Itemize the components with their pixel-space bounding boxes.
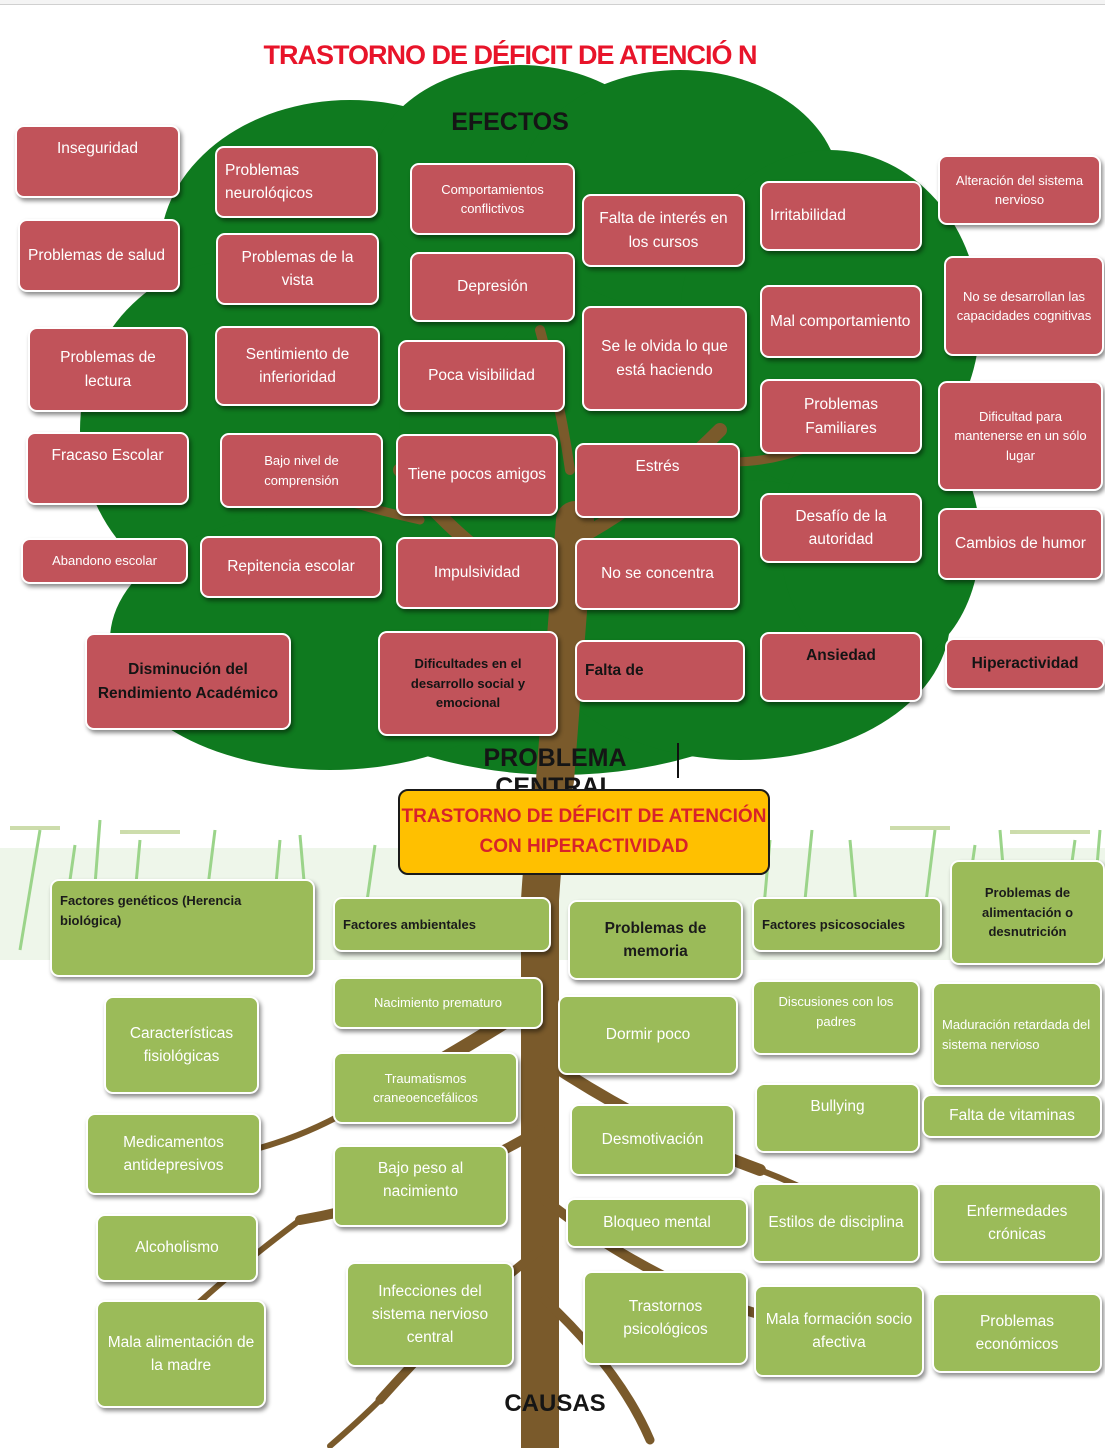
effect-box: Fracaso Escolar: [26, 432, 189, 505]
effect-box: Disminución del Rendimiento Académico: [85, 633, 291, 730]
cause-box: Problemas de memoria: [568, 900, 743, 980]
effect-box: Problemas de la vista: [216, 233, 379, 305]
cause-box: Factores genéticos (Herencia biológica): [50, 879, 315, 977]
effect-box: No se concentra: [575, 538, 740, 610]
cause-box: Mala formación socio afectiva: [754, 1285, 924, 1377]
cause-box: Bajo peso al nacimiento: [333, 1145, 508, 1227]
diagram-title: TRASTORNO DE DÉFICIT DE ATENCIÓ N: [263, 40, 757, 70]
effect-box: Irritabilidad: [760, 181, 922, 251]
cause-box: Características fisiológicas: [104, 996, 259, 1094]
cause-box: Alcoholismo: [96, 1214, 258, 1282]
cause-box: Bloqueo mental: [566, 1198, 748, 1248]
effect-box: Hiperactividad: [945, 638, 1105, 690]
effect-box: Mal comportamiento: [760, 285, 922, 358]
cause-box: Desmotivación: [570, 1104, 735, 1176]
causes-heading: CAUSAS: [504, 1390, 606, 1417]
effect-box: Impulsividad: [396, 537, 558, 609]
effect-box: Falta de: [575, 640, 745, 702]
effects-heading: EFECTOS: [451, 108, 569, 136]
effect-box: Inseguridad: [15, 125, 180, 198]
cause-box: Problemas económicos: [932, 1293, 1102, 1373]
effect-box: Ansiedad: [760, 632, 922, 702]
effect-box: Desafío de la autoridad: [760, 493, 922, 563]
cause-box: Maduración retardada del sistema nervios…: [932, 982, 1102, 1087]
effect-box: Problemas neurolóqicos: [215, 146, 378, 218]
effect-box: Abandono escolar: [21, 538, 188, 584]
cause-box: Factores ambientales: [333, 897, 551, 952]
cause-box: Nacimiento prematuro: [333, 977, 543, 1029]
effect-box: Sentimiento de inferioridad: [215, 326, 380, 406]
effect-box: Comportamientos conflictivos: [410, 163, 575, 235]
effect-box: Repitencia escolar: [200, 536, 382, 598]
cause-box: Traumatismos craneoencefálicos: [333, 1052, 518, 1124]
cause-box: Estilos de disciplina: [752, 1183, 920, 1263]
cause-box: Factores psicosociales: [752, 897, 942, 952]
cause-box: Infecciones del sistema nervioso central: [346, 1262, 514, 1367]
central-problem-box: TRASTORNO DE DÉFICIT DE ATENCIÓN CON HIP…: [398, 789, 770, 875]
effect-box: Tiene pocos amigos: [396, 434, 558, 516]
effect-box: Poca visibilidad: [398, 340, 565, 412]
effect-box: No se desarrollan las capacidades cognit…: [944, 256, 1104, 356]
cause-box: Discusiones con los padres: [752, 980, 920, 1055]
cause-box: Problemas de alimentación o desnutrición: [950, 860, 1105, 965]
effect-box: Estrés: [575, 443, 740, 518]
cause-box: Enfermedades crónicas: [932, 1183, 1102, 1263]
cause-box: Mala alimentación de la madre: [96, 1300, 266, 1408]
effect-box: Alteración del sistema nervioso: [938, 155, 1101, 225]
effect-box: Dificultad para mantenerse en un sólo lu…: [938, 381, 1103, 491]
cause-box: Bullying: [755, 1083, 920, 1153]
effect-box: Falta de interés en los cursos: [582, 194, 745, 267]
text-cursor: [677, 743, 679, 778]
effect-box: Problemas Familiares: [760, 379, 922, 454]
cause-box: Dormir poco: [558, 995, 738, 1075]
effect-box: Cambios de humor: [938, 508, 1103, 580]
effect-box: Bajo nivel de comprensión: [220, 433, 383, 508]
effect-box: Dificultades en el desarrollo social y e…: [378, 631, 558, 736]
cause-box: Trastornos psicológicos: [583, 1271, 748, 1365]
cause-box: Medicamentos antidepresivos: [86, 1113, 261, 1195]
effect-box: Problemas de lectura: [28, 327, 188, 412]
cause-box: Falta de vitaminas: [922, 1094, 1102, 1138]
effect-box: Depresión: [410, 252, 575, 322]
top-border: [0, 0, 1105, 5]
effect-box: Problemas de salud: [18, 219, 180, 292]
effect-box: Se le olvida lo que está haciendo: [582, 306, 747, 411]
